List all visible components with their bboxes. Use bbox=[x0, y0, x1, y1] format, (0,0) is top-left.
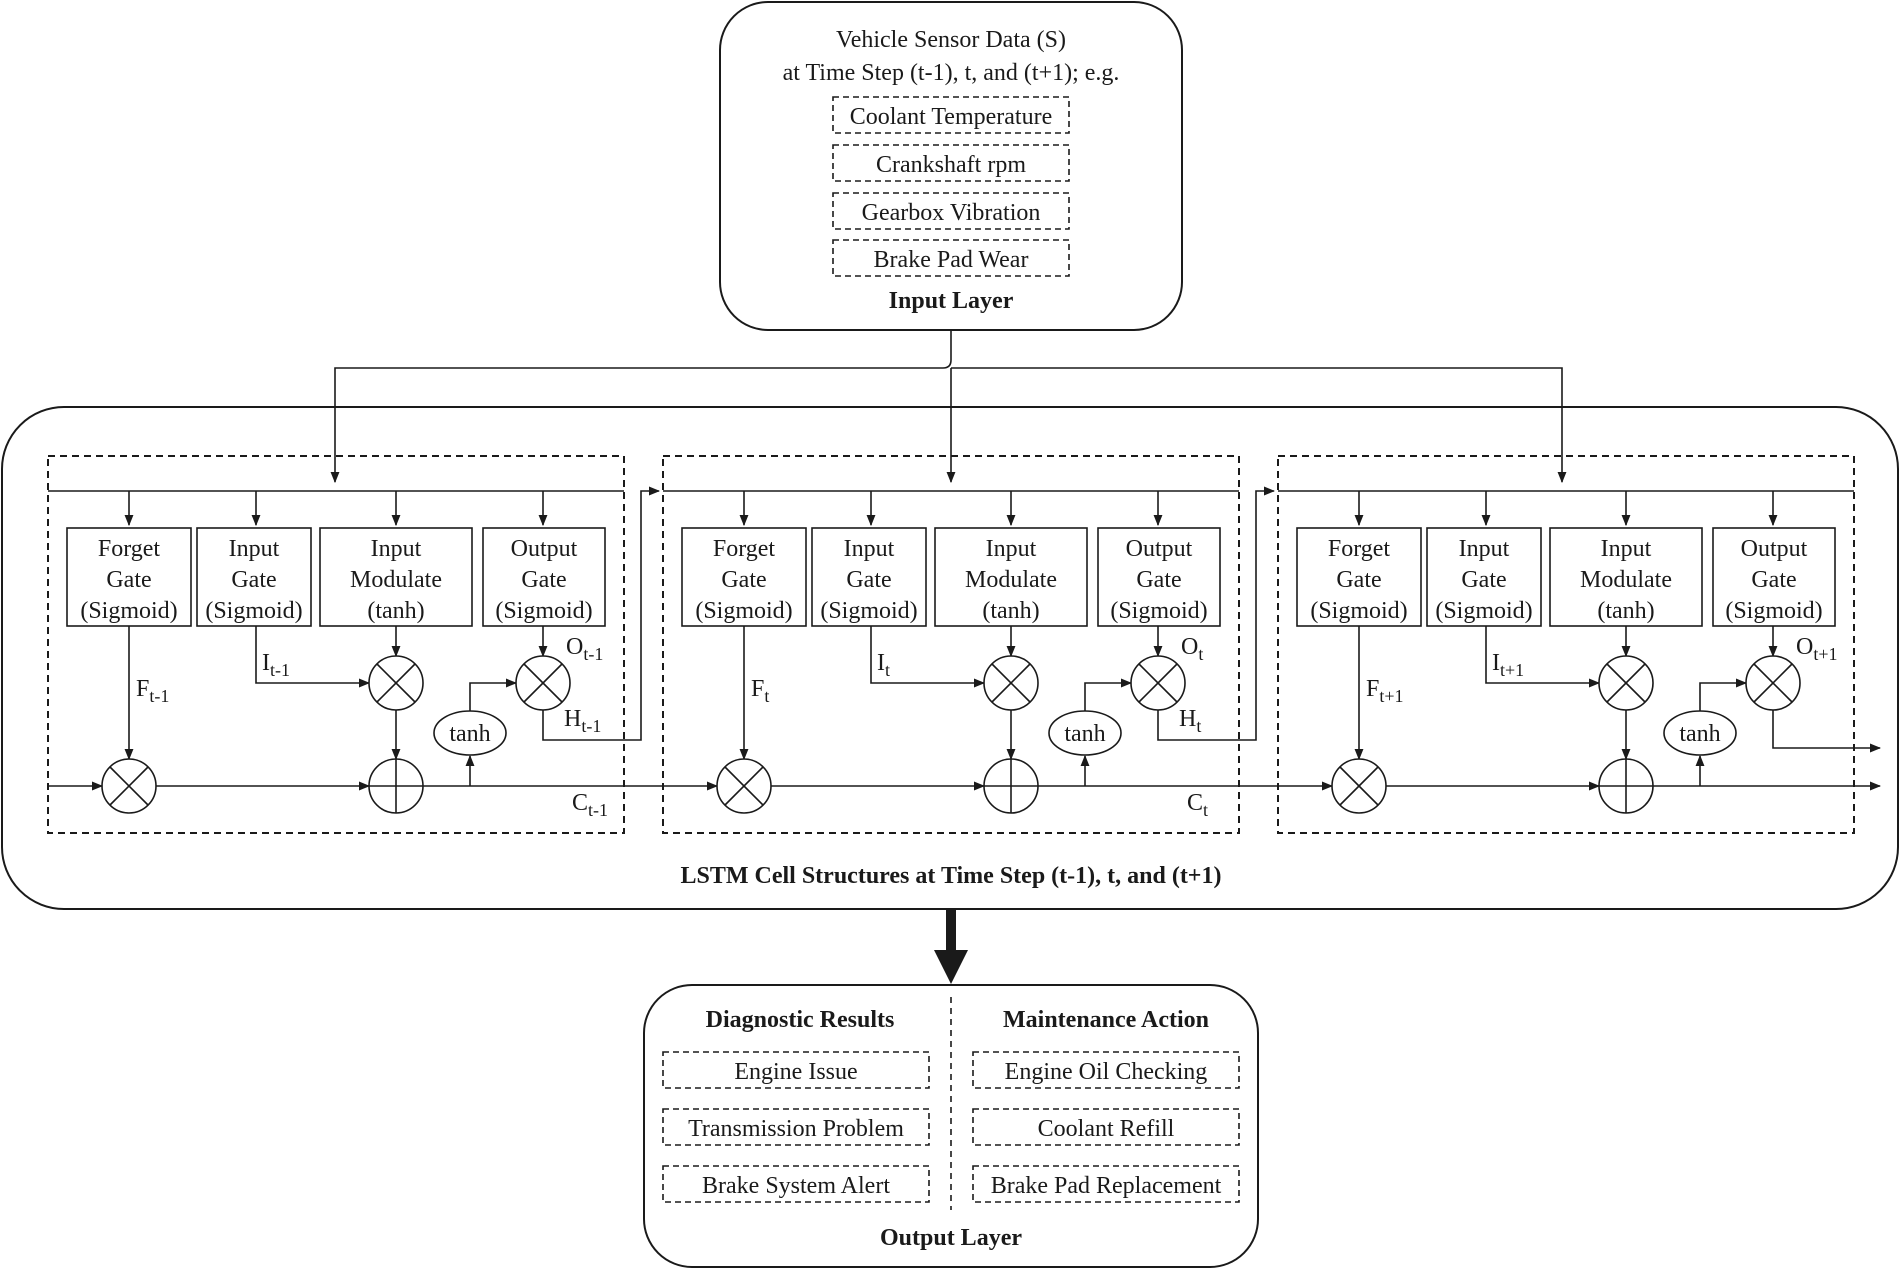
input-gate-label: Gate bbox=[846, 567, 891, 593]
sensor-item: Crankshaft rpm bbox=[876, 152, 1026, 178]
input-gate-label: Gate bbox=[231, 567, 276, 593]
diagnostic-title: Diagnostic Results bbox=[706, 1007, 895, 1033]
lstm-cell-t: Forget Gate (Sigmoid) Input Gate (Sigmoi… bbox=[662, 455, 1240, 834]
modulate-gate-label: (tanh) bbox=[982, 598, 1039, 624]
modulate-gate-label: Input bbox=[986, 536, 1037, 562]
output-layer: Diagnostic Results Maintenance Action En… bbox=[643, 984, 1259, 1268]
modulate-gate-label: Modulate bbox=[350, 567, 442, 593]
input-distribution bbox=[330, 330, 1567, 484]
maintenance-item: Engine Oil Checking bbox=[1005, 1059, 1208, 1085]
maintenance-item: Coolant Refill bbox=[1038, 1116, 1175, 1142]
o-label: Ot-1 bbox=[566, 634, 603, 664]
input-gate-label: (Sigmoid) bbox=[820, 598, 917, 624]
lstm-cell-t-minus-1: Forget Gate (Sigmoid) Input Gate (Sigmoi… bbox=[47, 455, 625, 834]
output-gate-label: Output bbox=[1126, 536, 1193, 562]
input-gate-label: Input bbox=[844, 536, 895, 562]
multiply-op bbox=[983, 655, 1039, 711]
modulate-gate-label: (tanh) bbox=[1597, 598, 1654, 624]
tanh-label: tanh bbox=[1064, 721, 1105, 747]
f-label: Ft-1 bbox=[136, 676, 169, 706]
add-op bbox=[983, 758, 1039, 814]
diagnostic-item: Transmission Problem bbox=[688, 1116, 904, 1142]
tanh-label: tanh bbox=[1679, 721, 1720, 747]
output-gate-label: (Sigmoid) bbox=[1725, 598, 1822, 624]
input-gate-label: Input bbox=[1459, 536, 1510, 562]
c-label: Ct-1 bbox=[572, 790, 608, 820]
sensor-item: Gearbox Vibration bbox=[862, 200, 1041, 226]
sensor-item: Brake Pad Wear bbox=[874, 247, 1029, 273]
input-title-line1: Vehicle Sensor Data (S) bbox=[836, 27, 1066, 53]
output-layer-label: Output Layer bbox=[880, 1225, 1022, 1251]
diagnostic-item: Engine Issue bbox=[734, 1059, 857, 1085]
forget-gate-label: Forget bbox=[98, 536, 161, 562]
input-gate-label: Input bbox=[229, 536, 280, 562]
h-label: Ht bbox=[1179, 706, 1201, 736]
forget-gate-label: (Sigmoid) bbox=[1310, 598, 1407, 624]
input-gate-label: (Sigmoid) bbox=[1435, 598, 1532, 624]
forget-gate-label: Forget bbox=[713, 536, 776, 562]
output-gate-label: Output bbox=[511, 536, 578, 562]
down-arrow-icon bbox=[934, 909, 968, 984]
input-gate-label: (Sigmoid) bbox=[205, 598, 302, 624]
multiply-op bbox=[368, 655, 424, 711]
output-gate-label: Gate bbox=[1751, 567, 1796, 593]
hidden-state-connector bbox=[542, 486, 1276, 741]
o-label: Ot+1 bbox=[1796, 634, 1838, 664]
maintenance-item: Brake Pad Replacement bbox=[991, 1173, 1222, 1199]
input-title-line2: at Time Step (t-1), t, and (t+1); e.g. bbox=[783, 60, 1120, 86]
f-label: Ft bbox=[751, 676, 769, 706]
add-op bbox=[1598, 758, 1654, 814]
output-gate-label: (Sigmoid) bbox=[495, 598, 592, 624]
modulate-gate-label: Input bbox=[1601, 536, 1652, 562]
modulate-gate-label: (tanh) bbox=[367, 598, 424, 624]
sensor-item: Coolant Temperature bbox=[850, 104, 1052, 130]
input-gate-label: Gate bbox=[1461, 567, 1506, 593]
maintenance-title: Maintenance Action bbox=[1003, 1007, 1209, 1033]
input-layer: Vehicle Sensor Data (S) at Time Step (t-… bbox=[719, 1, 1183, 331]
multiply-op bbox=[1598, 655, 1654, 711]
i-label: It-1 bbox=[262, 650, 290, 680]
lstm-cell-t-plus-1: Forget Gate (Sigmoid) Input Gate (Sigmoi… bbox=[1277, 455, 1882, 834]
add-op bbox=[368, 758, 424, 814]
forget-gate-label: (Sigmoid) bbox=[695, 598, 792, 624]
input-layer-label: Input Layer bbox=[889, 288, 1014, 314]
multiply-op bbox=[1745, 655, 1801, 711]
forget-gate-label: Forget bbox=[1328, 536, 1391, 562]
o-label: Ot bbox=[1181, 634, 1203, 664]
f-label: Ft+1 bbox=[1366, 676, 1404, 706]
output-gate-label: (Sigmoid) bbox=[1110, 598, 1207, 624]
i-label: It bbox=[877, 650, 890, 680]
multiply-op bbox=[1331, 758, 1387, 814]
forget-gate-label: Gate bbox=[1336, 567, 1381, 593]
output-gate-label: Gate bbox=[1136, 567, 1181, 593]
multiply-op bbox=[101, 758, 157, 814]
lstm-label: LSTM Cell Structures at Time Step (t-1),… bbox=[681, 863, 1222, 889]
forget-gate-label: (Sigmoid) bbox=[80, 598, 177, 624]
diagnostic-item: Brake System Alert bbox=[702, 1173, 890, 1199]
modulate-gate-label: Modulate bbox=[1580, 567, 1672, 593]
modulate-gate-label: Modulate bbox=[965, 567, 1057, 593]
tanh-label: tanh bbox=[449, 721, 490, 747]
forget-gate-label: Gate bbox=[721, 567, 766, 593]
modulate-gate-label: Input bbox=[371, 536, 422, 562]
c-label: Ct bbox=[1187, 790, 1208, 820]
forget-gate-label: Gate bbox=[106, 567, 151, 593]
output-gate-label: Gate bbox=[521, 567, 566, 593]
h-label: Ht-1 bbox=[564, 706, 601, 736]
i-label: It+1 bbox=[1492, 650, 1524, 680]
multiply-op bbox=[1130, 655, 1186, 711]
multiply-op bbox=[716, 758, 772, 814]
multiply-op bbox=[515, 655, 571, 711]
output-gate-label: Output bbox=[1741, 536, 1808, 562]
